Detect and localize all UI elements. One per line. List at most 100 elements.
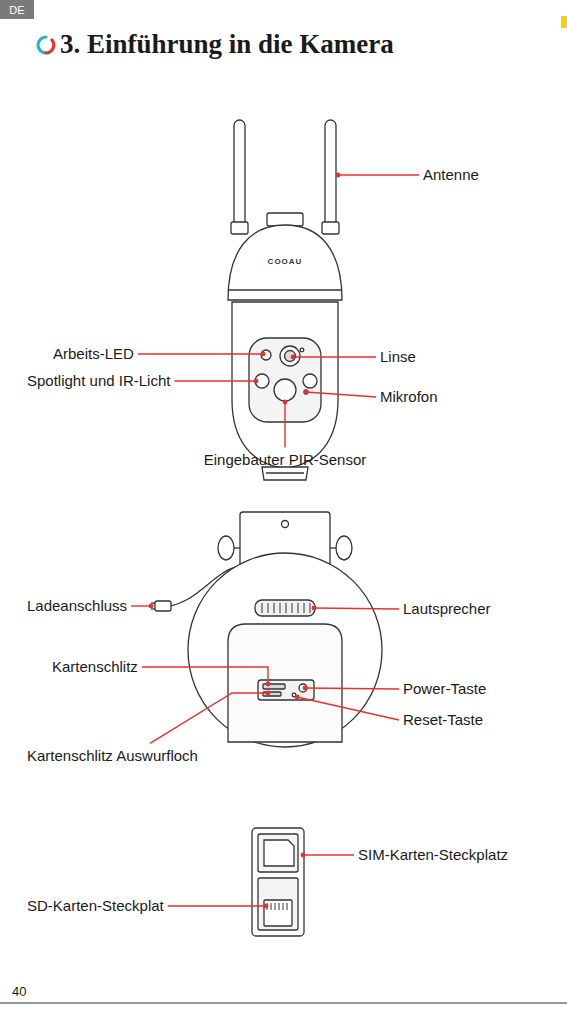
camera-bottom-part <box>234 547 240 548</box>
camera-bottom-part-part <box>268 603 269 613</box>
camera-bottom-part <box>151 602 155 603</box>
leader-dot <box>283 400 288 405</box>
camera-bottom-part-part <box>286 603 287 613</box>
leader-line <box>338 174 419 175</box>
camera-bottom-part <box>218 536 234 560</box>
card-slot-detail-part-part <box>287 903 288 910</box>
part-label: Power-Taste <box>403 680 486 697</box>
leader-line <box>284 402 285 447</box>
leader-dot <box>264 904 269 909</box>
camera-bottom-part-part <box>292 603 293 613</box>
brand-logo: COOAU <box>268 257 303 266</box>
camera-bottom <box>151 512 382 747</box>
card-slot-detail-part <box>258 834 298 872</box>
title-icon <box>38 37 54 53</box>
card-slot-detail-part <box>264 900 292 926</box>
card-slot-detail-part-part <box>283 903 284 910</box>
camera-bottom-part-part <box>274 603 275 613</box>
page-number: 40 <box>12 985 26 1000</box>
part-label: Arbeits-LED <box>53 345 134 362</box>
card-slot-detail-part <box>258 878 298 930</box>
leader-dot <box>266 691 271 696</box>
card-slot-detail-part <box>264 840 294 866</box>
leader-dot <box>303 686 308 691</box>
camera-front-part <box>280 346 300 366</box>
card-slot-detail-part-part <box>275 903 276 910</box>
page-title: 3. Einführung in die Kamera <box>60 29 394 60</box>
camera-front-part <box>262 467 308 480</box>
leader-line <box>131 605 151 606</box>
leader-dot <box>254 379 259 384</box>
camera-front-part <box>234 120 245 232</box>
tab-marker <box>561 16 567 28</box>
leader-line <box>305 688 399 689</box>
language-tag: DE <box>9 4 24 17</box>
camera-bottom-part <box>299 684 307 692</box>
leader-line <box>142 667 268 684</box>
leader-line <box>174 380 256 381</box>
part-label: Reset-Taste <box>403 711 483 728</box>
part-label: Linse <box>380 348 416 365</box>
leader-line <box>306 392 376 397</box>
camera-bottom-part-part <box>310 603 311 613</box>
language-badge <box>0 0 34 19</box>
part-label: Ladeanschluss <box>27 597 127 614</box>
leader-dot <box>261 352 266 357</box>
camera-front-part <box>303 374 317 388</box>
camera-front-part <box>266 472 304 473</box>
camera-bottom-part-part <box>298 603 299 613</box>
leader-line <box>314 608 399 609</box>
leader-dot <box>336 173 341 178</box>
leader-line <box>303 854 354 855</box>
camera-front-part <box>322 222 339 234</box>
part-label: Eingebauter PIR-Sensor <box>204 451 367 468</box>
leader-dot <box>304 390 309 395</box>
title-icon-part <box>46 40 54 53</box>
card-slot-detail-part-part <box>271 903 272 910</box>
camera-bottom-part <box>282 521 289 528</box>
leader-dot <box>291 355 296 360</box>
part-label: Kartenschlitz <box>52 658 138 675</box>
card-slot-detail <box>252 828 304 936</box>
leader-line <box>150 693 268 743</box>
camera-front-part <box>228 225 342 300</box>
camera-bottom-part <box>330 547 336 548</box>
leader-dot <box>266 682 271 687</box>
page-rule <box>0 1002 567 1003</box>
part-label: SIM-Karten-Steckplatz <box>358 846 508 863</box>
camera-front-part <box>304 390 308 394</box>
camera-bottom-part <box>258 680 314 700</box>
part-label: Kartenschlitz Auswurfloch <box>27 747 198 764</box>
card-slot-detail-part-part <box>279 903 280 910</box>
leader-dot <box>301 853 306 858</box>
part-label: Lautsprecher <box>403 600 491 617</box>
camera-bottom-part-part <box>280 603 281 613</box>
camera-bottom-part <box>188 553 382 747</box>
camera-bottom-part <box>336 536 352 560</box>
part-label: SD-Karten-Steckplat <box>27 897 164 914</box>
leader-dot <box>295 695 300 700</box>
camera-front-part <box>274 379 296 401</box>
part-label: Mikrofon <box>380 388 438 405</box>
camera-front-part <box>300 348 304 352</box>
camera-front <box>228 120 342 480</box>
camera-bottom-part <box>228 624 342 742</box>
leader-line <box>138 353 263 354</box>
camera-front-part <box>325 120 336 232</box>
camera-bottom-part <box>255 600 315 616</box>
camera-bottom-part <box>262 603 310 613</box>
leader-dot <box>149 604 154 609</box>
camera-front-part <box>232 302 338 468</box>
camera-front-part <box>229 289 341 290</box>
leader-line <box>168 905 266 906</box>
leader-dot <box>312 606 317 611</box>
part-label: Antenne <box>423 166 479 183</box>
leader-line <box>297 697 399 720</box>
camera-front-part <box>285 351 296 362</box>
leader-line <box>293 356 376 357</box>
camera-bottom-part-part <box>262 603 263 613</box>
camera-bottom-part-part <box>304 603 305 613</box>
card-slot-detail-part <box>267 903 287 910</box>
camera-front-part <box>261 350 271 360</box>
